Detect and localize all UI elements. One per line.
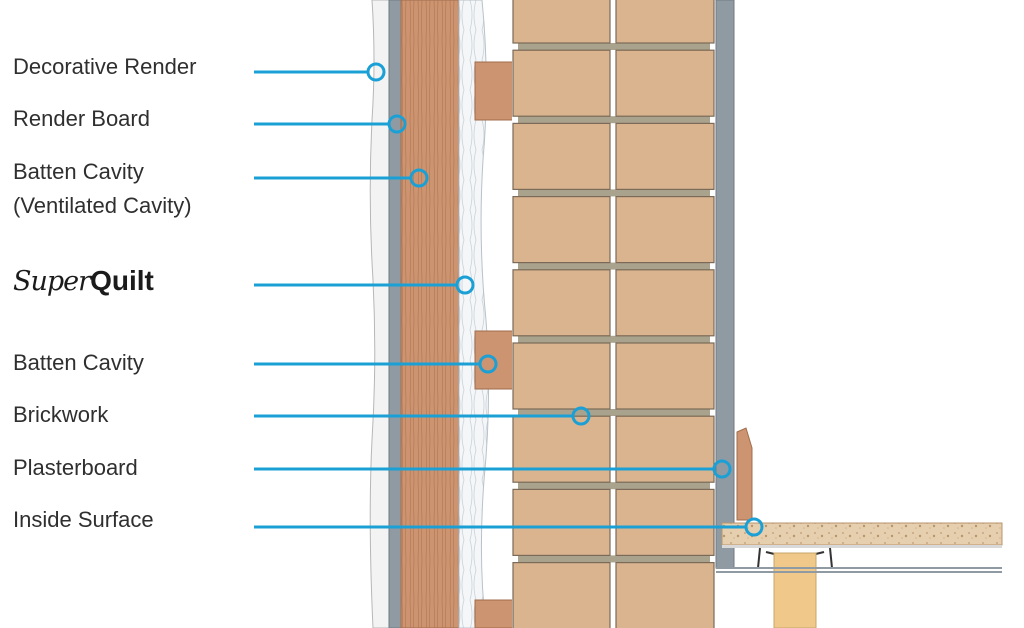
brick xyxy=(512,122,611,191)
skirting-board xyxy=(736,427,753,521)
label-render-board: Render Board xyxy=(13,106,150,131)
mortar-joint xyxy=(518,189,710,197)
mortar-joint xyxy=(518,555,710,563)
floor-deck xyxy=(721,522,1003,546)
leader-marker-batten-cavity xyxy=(478,354,498,374)
mortar-joint xyxy=(518,262,710,270)
mortar-joint xyxy=(518,43,710,50)
mortar-joint xyxy=(518,409,710,416)
brick xyxy=(615,269,715,337)
brick xyxy=(615,342,715,410)
floor-trim xyxy=(716,567,1002,573)
render-board-layer xyxy=(388,0,402,628)
label-batten-cavity-ventilated-1: Batten Cavity xyxy=(13,159,144,184)
brick xyxy=(615,0,715,44)
leader-marker-superquilt xyxy=(455,275,475,295)
leader-marker-inside-surface xyxy=(744,517,764,537)
brand-part-1: Super xyxy=(13,266,91,297)
superquilt-logo: SuperQuilt xyxy=(13,264,154,303)
brick xyxy=(615,196,715,264)
brick xyxy=(512,196,611,264)
label-plasterboard: Plasterboard xyxy=(13,455,138,480)
decorative-render-layer xyxy=(369,0,391,628)
floor-joist xyxy=(773,552,817,628)
brick xyxy=(615,122,715,191)
brick xyxy=(615,488,715,556)
brick xyxy=(512,488,611,556)
brick xyxy=(512,342,611,410)
brickwork xyxy=(512,0,716,628)
floor-underlay xyxy=(722,545,1002,548)
mortar-joint xyxy=(518,116,710,124)
brick xyxy=(615,49,715,117)
brick xyxy=(512,0,611,44)
mortar-joint xyxy=(518,482,710,490)
label-batten-cavity-ventilated-2: (Ventilated Cavity) xyxy=(13,193,192,218)
brick xyxy=(512,49,611,117)
leader-marker-plasterboard xyxy=(712,459,732,479)
brand-part-2: Quilt xyxy=(90,265,154,296)
leader-marker-brickwork xyxy=(571,406,591,426)
brick xyxy=(512,269,611,337)
label-decorative-render: Decorative Render xyxy=(13,54,197,79)
brick xyxy=(512,415,611,483)
plasterboard-layer xyxy=(715,0,735,569)
brick xyxy=(615,415,715,483)
timber-batten-layer xyxy=(400,0,460,628)
brick xyxy=(615,561,715,628)
leader-marker-render-board xyxy=(387,114,407,134)
label-inside-surface: Inside Surface xyxy=(13,507,154,532)
leader-lines xyxy=(254,62,764,537)
cavity-battens xyxy=(474,61,514,628)
label-brickwork: Brickwork xyxy=(13,402,109,427)
mortar-joint xyxy=(518,335,710,343)
leader-marker-batten-cavity-ventilated xyxy=(409,168,429,188)
brick xyxy=(512,561,611,628)
leader-marker-decorative-render xyxy=(366,62,386,82)
label-batten-cavity: Batten Cavity xyxy=(13,350,144,375)
